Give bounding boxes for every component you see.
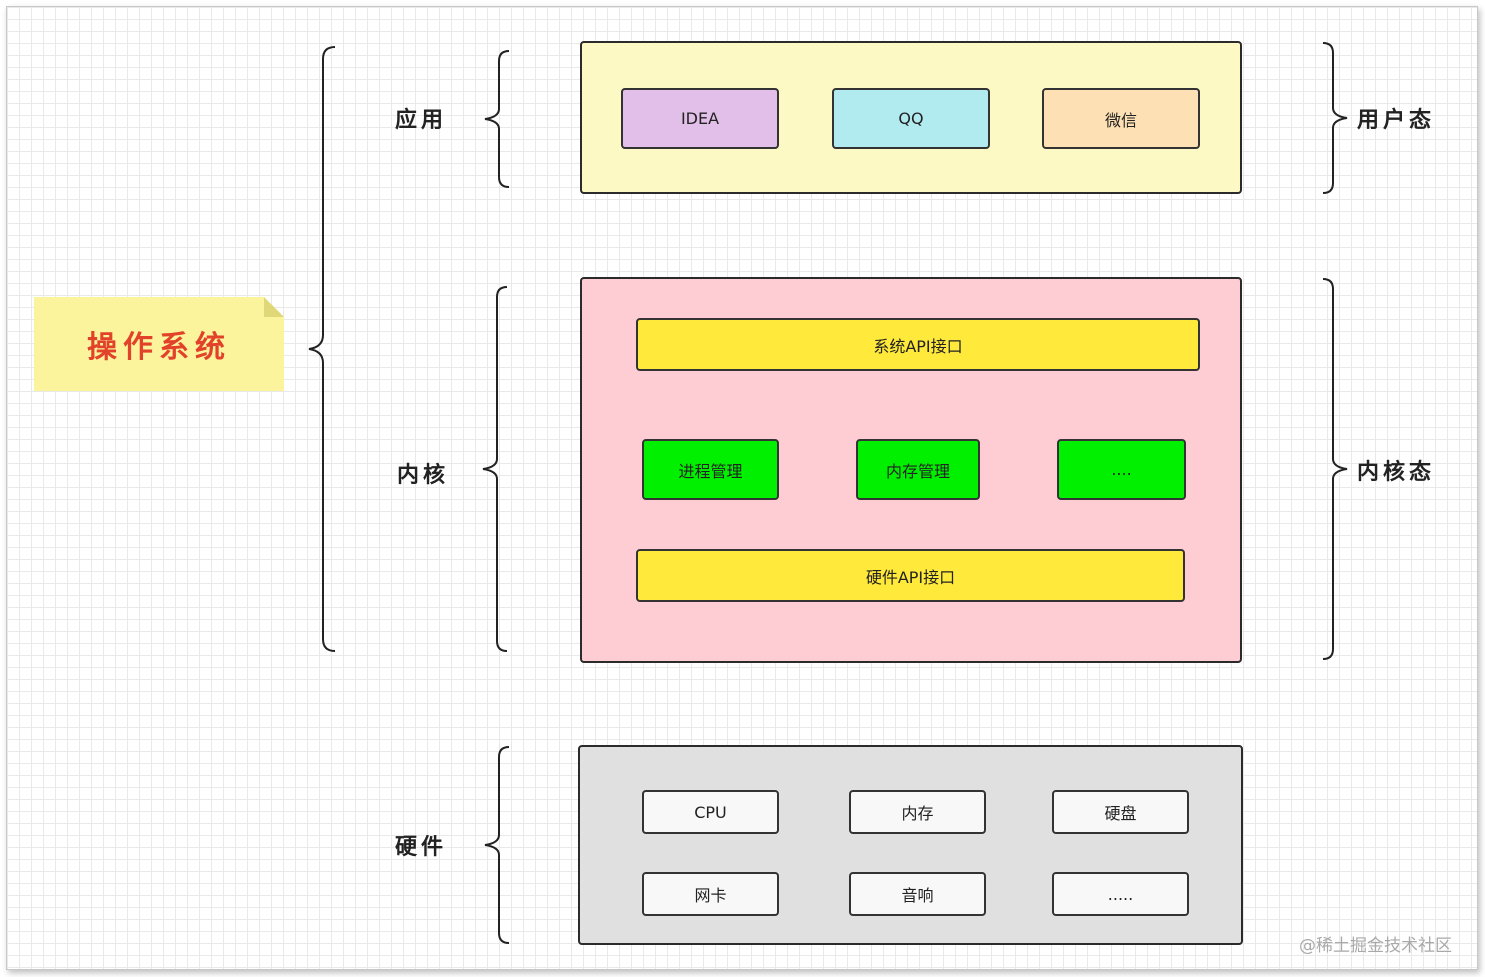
title-sticky-note: 操作系统 <box>34 297 284 391</box>
app-box-idea: IDEA <box>621 88 779 149</box>
app-brace <box>484 50 510 188</box>
label-app: 应用 <box>395 107 448 133</box>
watermark-text: @稀土掘金技术社区 <box>1299 936 1452 956</box>
memory-management-box: 内存管理 <box>856 439 980 500</box>
system-api-box: 系统API接口 <box>636 318 1200 371</box>
hw-box-nic: 网卡 <box>642 872 779 916</box>
hardware-layer: CPU 内存 硬盘 网卡 音响 ..... <box>578 745 1243 945</box>
label-kernel: 内核 <box>397 462 450 488</box>
hardware-api-box: 硬件API接口 <box>636 549 1185 602</box>
user-mode-brace <box>1322 42 1348 194</box>
hw-box-speaker: 音响 <box>849 872 986 916</box>
hw-box-disk: 硬盘 <box>1052 790 1189 834</box>
kernel-brace <box>482 286 508 652</box>
label-kernel-mode: 内核态 <box>1357 459 1436 485</box>
kernel-layer: 系统API接口 进程管理 内存管理 .... 硬件API接口 <box>580 277 1242 663</box>
note-fold-corner <box>264 297 284 317</box>
app-box-wechat: 微信 <box>1042 88 1200 149</box>
hardware-brace <box>484 746 510 944</box>
hw-box-memory: 内存 <box>849 790 986 834</box>
label-user-mode: 用户态 <box>1357 107 1436 133</box>
hw-box-more: ..... <box>1052 872 1189 916</box>
kernel-mode-brace <box>1322 278 1348 660</box>
app-box-qq: QQ <box>832 88 990 149</box>
label-hardware: 硬件 <box>395 834 448 860</box>
diagram-canvas: 操作系统 应用 内核 硬件 用户态 内核态 IDEA QQ 微信 系统API接口… <box>6 6 1478 970</box>
more-modules-box: .... <box>1057 439 1186 500</box>
os-brace <box>308 46 336 652</box>
note-title: 操作系统 <box>87 330 231 365</box>
hw-box-cpu: CPU <box>642 790 779 834</box>
process-management-box: 进程管理 <box>642 439 779 500</box>
application-layer: IDEA QQ 微信 <box>580 41 1242 194</box>
